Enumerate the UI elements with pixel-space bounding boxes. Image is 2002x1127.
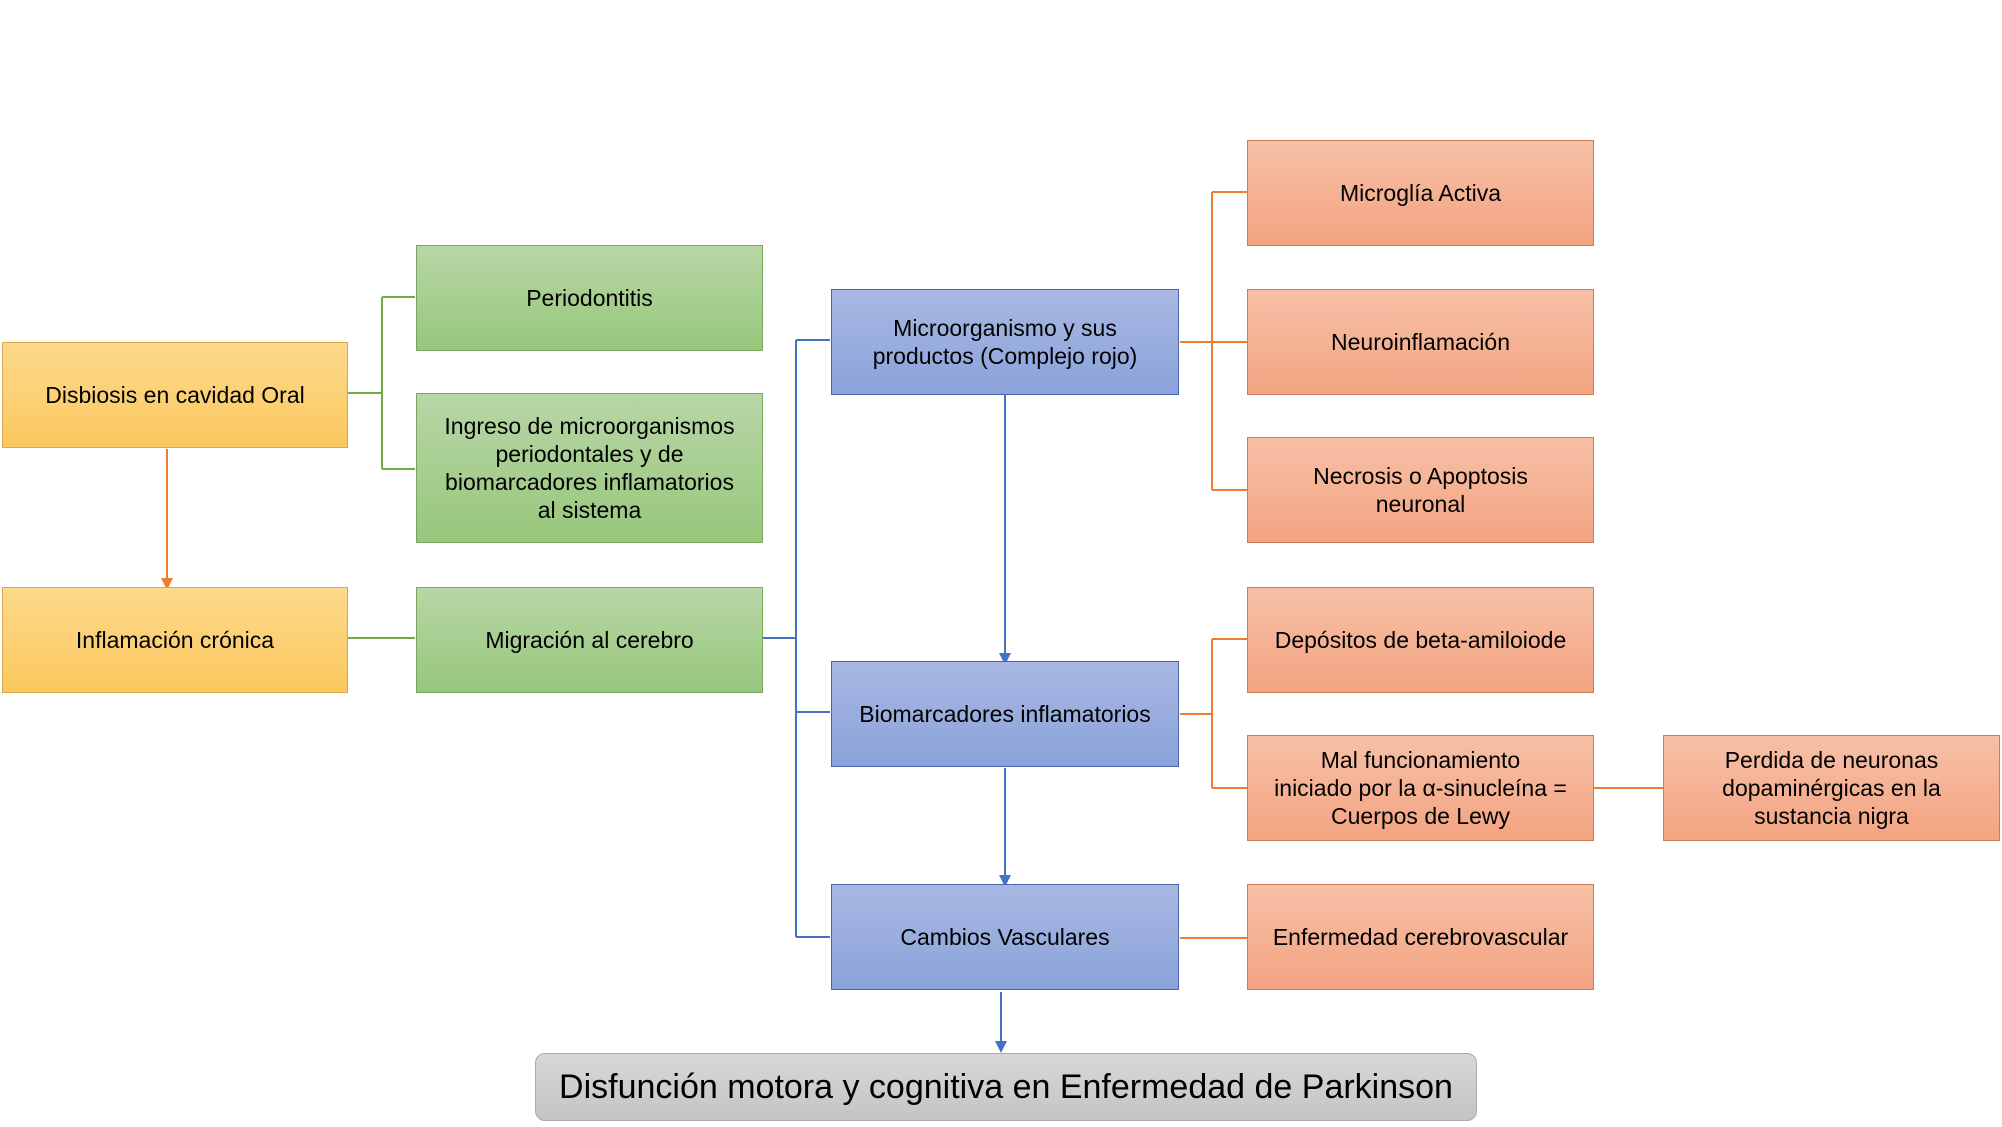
connector-disbiosis-bracket — [347, 296, 415, 470]
arrow-disbiosis-inflamacion — [161, 449, 173, 590]
connector-biomarcadores-bracket — [1180, 638, 1247, 789]
node-periodontitis: Periodontitis — [416, 245, 763, 351]
node-microorganismo: Microorganismo y sus productos (Complejo… — [831, 289, 1179, 395]
blue-connectors — [762, 339, 1006, 1043]
node-necrosis: Necrosis o Apoptosis neuronal — [1247, 437, 1594, 543]
connector-microorganismo-bracket — [1180, 191, 1247, 491]
node-ingreso: Ingreso de microorganismos periodontales… — [416, 393, 763, 543]
node-disbiosis: Disbiosis en cavidad Oral — [2, 342, 348, 448]
node-mal-funcionamiento: Mal funcionamiento iniciado por la α-sin… — [1247, 735, 1594, 841]
node-disfuncion: Disfunción motora y cognitiva en Enferme… — [535, 1053, 1477, 1121]
node-inflamacion: Inflamación crónica — [2, 587, 348, 693]
node-migracion: Migración al cerebro — [416, 587, 763, 693]
node-microglia: Microglía Activa — [1247, 140, 1594, 246]
node-cambios: Cambios Vasculares — [831, 884, 1179, 990]
node-neuroinflamacion: Neuroinflamación — [1247, 289, 1594, 395]
blue-arrowheads — [995, 653, 1011, 1053]
orange-connectors — [1180, 191, 1663, 939]
connector-migracion-bracket — [762, 339, 830, 938]
node-enfermedad-cerebrovascular: Enfermedad cerebrovascular — [1247, 884, 1594, 990]
node-biomarcadores: Biomarcadores inflamatorios — [831, 661, 1179, 767]
green-connectors — [347, 296, 415, 639]
node-perdida: Perdida de neuronas dopaminérgicas en la… — [1663, 735, 2000, 841]
node-depositos: Depósitos de beta-amiloiode — [1247, 587, 1594, 693]
